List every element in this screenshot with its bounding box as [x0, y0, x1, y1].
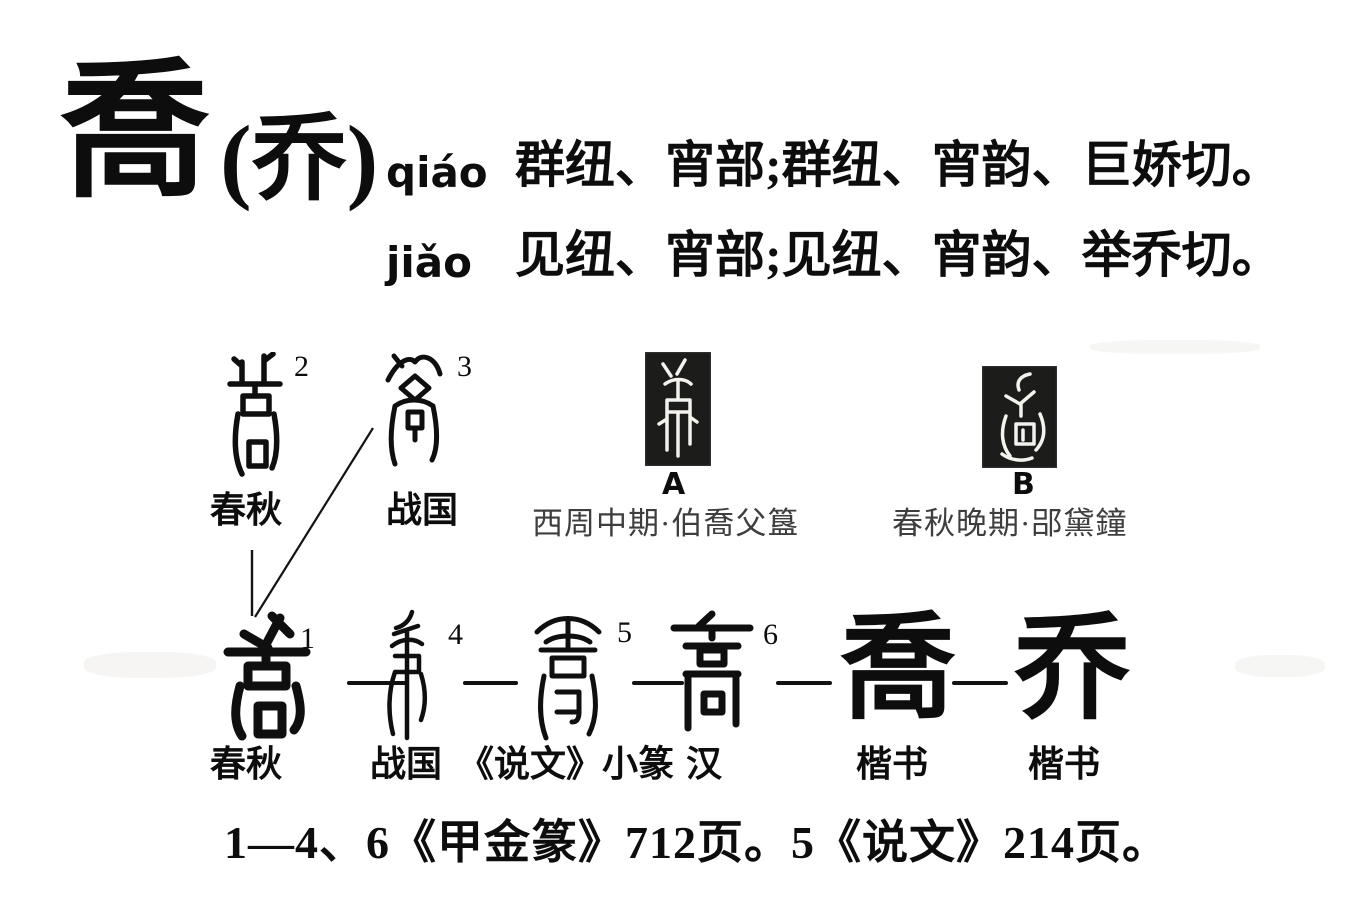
- evolution-number-1: 1: [300, 622, 315, 655]
- rubbing-caption-b: 春秋晚期·郘黛鐘: [892, 506, 1128, 541]
- lineage-connector-lines: [250, 427, 374, 618]
- evolution-era-4: 战国: [370, 744, 443, 784]
- evolution-dash: [952, 681, 1008, 685]
- form-number-2: 2: [294, 350, 309, 383]
- rubbing-caption-a: 西周中期·伯喬父簋: [532, 506, 800, 541]
- reading-pinyin-1: qiáo: [386, 148, 488, 197]
- scan-smudge: [1235, 655, 1325, 677]
- rubbing-label-b: B: [1012, 467, 1035, 502]
- evolution-form-5-glyph: [534, 616, 602, 741]
- kaishu-traditional-glyph: 喬: [840, 606, 956, 734]
- ancient-form-3-glyph: [385, 353, 443, 467]
- rubbing-label-a: A: [662, 467, 686, 502]
- reading-phonology-1: 群纽、宵部;群纽、宵韵、巨娇切。: [515, 137, 1282, 193]
- evolution-form-4-glyph: [387, 609, 427, 741]
- rubbing-b-glyph: [1000, 372, 1046, 462]
- rubbing-image-a: [645, 352, 711, 466]
- evolution-number-4: 4: [448, 618, 463, 651]
- evolution-form-6-glyph: [670, 610, 754, 732]
- evolution-era-6: 汉: [686, 744, 723, 784]
- evolution-era-5: 《说文》小篆: [458, 744, 675, 784]
- rubbing-image-b: [982, 366, 1057, 468]
- evolution-dash: [347, 681, 407, 685]
- evolution-number-6: 6: [763, 618, 778, 651]
- headword-character: 喬: [60, 50, 211, 216]
- headword-variant: (乔): [220, 106, 379, 212]
- evolution-dash: [776, 681, 832, 685]
- evolution-form-1-glyph: [223, 611, 311, 741]
- evolution-era-kaishu-1: 楷书: [856, 744, 929, 784]
- scan-smudge: [1090, 340, 1260, 354]
- evolution-era-1: 春秋: [210, 744, 283, 784]
- source-footnote: 1—4、6《甲金篆》712页。5《说文》214页。: [224, 817, 1169, 868]
- form-number-3: 3: [457, 350, 472, 383]
- evolution-dash: [463, 681, 518, 685]
- rubbing-a-glyph: [657, 358, 699, 458]
- evolution-dash: [632, 681, 684, 685]
- form-era-2: 春秋: [210, 490, 283, 530]
- reading-phonology-2: 见纽、宵部;见纽、宵韵、举乔切。: [515, 227, 1282, 283]
- evolution-era-kaishu-2: 楷书: [1028, 744, 1101, 784]
- kaishu-simplified-glyph: 乔: [1014, 606, 1130, 734]
- form-era-3: 战国: [386, 490, 459, 530]
- scan-smudge: [84, 652, 216, 678]
- evolution-number-5: 5: [617, 616, 632, 649]
- ancient-form-2-glyph: [227, 352, 283, 477]
- reading-pinyin-2: jiǎo: [386, 238, 472, 287]
